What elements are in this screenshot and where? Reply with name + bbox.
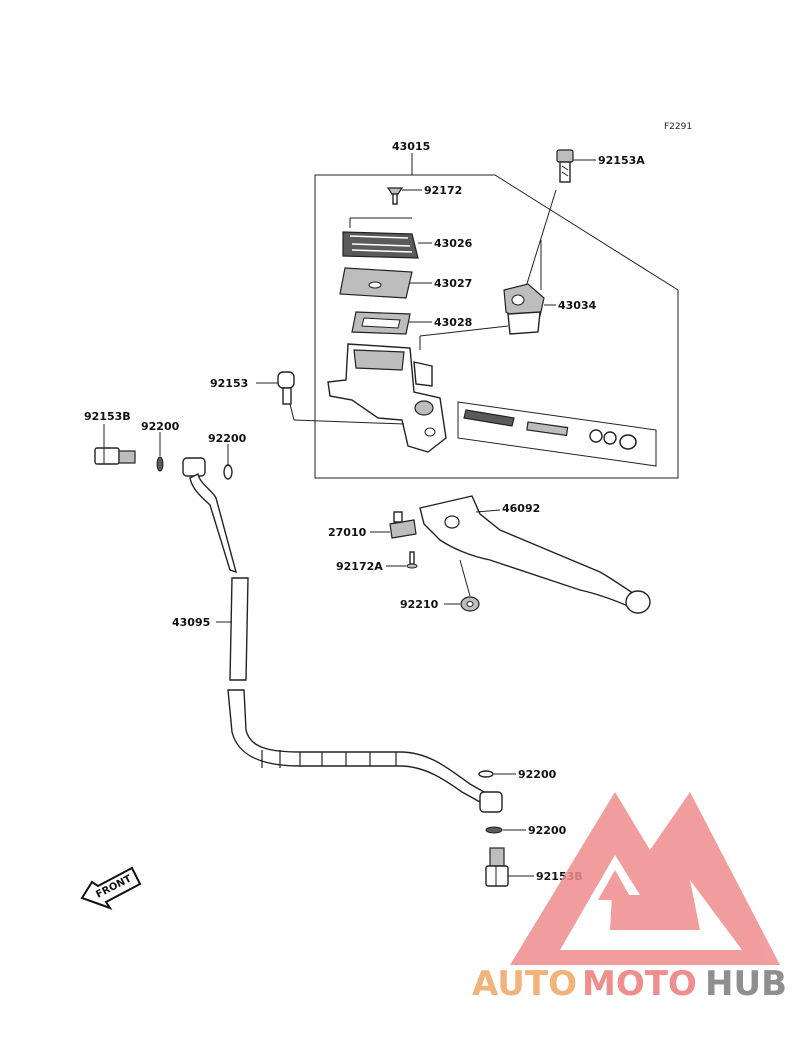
leader-92153-down	[289, 403, 295, 421]
watermark-hub: HUB	[705, 964, 787, 1004]
diagram-code: F2291	[664, 122, 692, 132]
washer-92200-d[interactable]	[485, 826, 503, 834]
leader-92210-up	[459, 559, 471, 597]
screw-92172[interactable]	[386, 187, 404, 205]
label-43028[interactable]: 43028	[434, 316, 472, 329]
fitting-92153b-top[interactable]	[94, 447, 136, 465]
washer-92200-a[interactable]	[156, 456, 164, 472]
label-92200-a[interactable]: 92200	[141, 420, 180, 433]
banjo-fitting-bottom[interactable]	[479, 791, 503, 813]
master-cylinder-body[interactable]	[327, 343, 447, 453]
washer-92200-b[interactable]	[223, 464, 233, 480]
label-43027[interactable]: 43027	[434, 277, 472, 290]
watermark-moto: MOTO	[582, 964, 697, 1004]
banjo-fitting-top[interactable]	[182, 457, 206, 477]
clutch-lever-46092[interactable]	[419, 495, 651, 614]
label-92172[interactable]: 92172	[424, 184, 462, 197]
screw-92172a[interactable]	[406, 551, 418, 569]
label-92153a[interactable]: 92153A	[598, 154, 645, 167]
screw-92153a[interactable]	[556, 149, 574, 183]
switch-27010[interactable]	[389, 511, 417, 539]
assembly-outline	[314, 174, 679, 479]
reservoir-cap-43026[interactable]	[342, 231, 419, 259]
bolt-92153[interactable]	[277, 371, 295, 405]
leader-92153-to-body	[293, 419, 405, 425]
clutch-hose-43095[interactable]	[189, 472, 485, 803]
label-46092[interactable]: 46092	[502, 502, 540, 515]
label-43095[interactable]: 43095	[172, 616, 210, 629]
diaphragm-43028[interactable]	[351, 311, 411, 335]
label-92200-b[interactable]: 92200	[208, 432, 247, 445]
label-27010[interactable]: 27010	[328, 526, 367, 539]
leader-clamp-body	[419, 325, 509, 337]
label-92200-c[interactable]: 92200	[518, 768, 557, 781]
label-92153[interactable]: 92153	[210, 377, 248, 390]
watermark-text: AUTO MOTO HUB	[472, 964, 787, 1004]
nut-92210[interactable]	[460, 596, 480, 612]
label-43026[interactable]: 43026	[434, 237, 473, 250]
front-arrow: FRONT	[80, 866, 142, 910]
label-43034[interactable]: 43034	[558, 299, 597, 312]
label-92153b-top[interactable]: 92153B	[84, 410, 131, 423]
piston-kit[interactable]	[457, 401, 657, 467]
label-92172a[interactable]: 92172A	[336, 560, 383, 573]
label-92210[interactable]: 92210	[400, 598, 439, 611]
watermark-logo-icon	[510, 792, 780, 965]
label-92200-d[interactable]: 92200	[528, 824, 567, 837]
clamp-43034[interactable]	[503, 283, 545, 335]
washer-92200-c[interactable]	[478, 770, 494, 778]
watermark-auto: AUTO	[472, 964, 577, 1004]
leader-46092	[475, 509, 501, 513]
label-43015[interactable]: 43015	[392, 140, 430, 153]
plate-43027[interactable]	[339, 267, 413, 299]
fitting-92153b-bottom[interactable]	[485, 847, 509, 887]
